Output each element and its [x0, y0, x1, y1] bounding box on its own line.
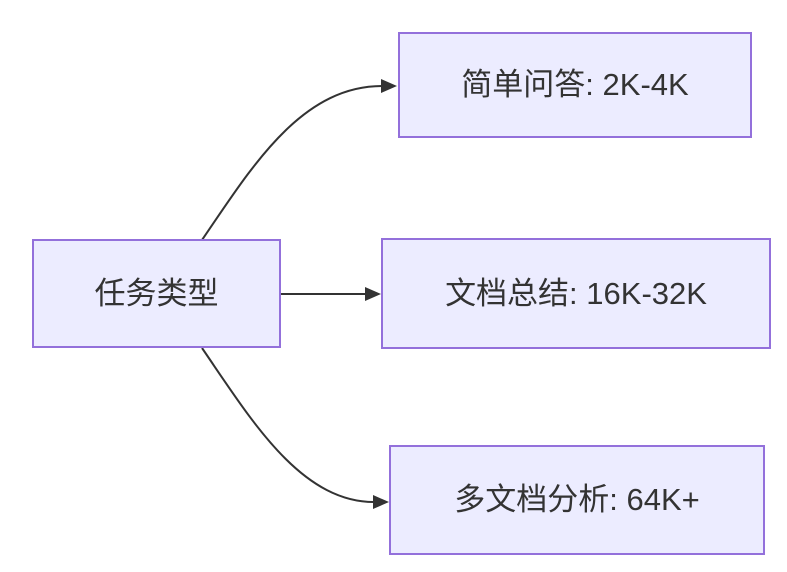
edge-task-to-simple-qa [201, 85, 383, 241]
node-label: 多文档分析: 64K+ [454, 482, 700, 518]
edge-task-to-multi-doc [201, 347, 375, 503]
node-simple-qa: 简单问答: 2K-4K [398, 32, 752, 138]
node-multi-doc-analysis: 多文档分析: 64K+ [389, 445, 765, 555]
arrowhead-icon [365, 287, 381, 301]
node-doc-summary: 文档总结: 16K-32K [381, 238, 771, 349]
node-label: 简单问答: 2K-4K [461, 67, 689, 103]
node-task-type: 任务类型 [32, 239, 281, 348]
node-label: 任务类型 [94, 275, 219, 311]
node-label: 文档总结: 16K-32K [445, 275, 707, 311]
arrowhead-icon [381, 79, 397, 93]
arrowhead-icon [373, 495, 389, 509]
